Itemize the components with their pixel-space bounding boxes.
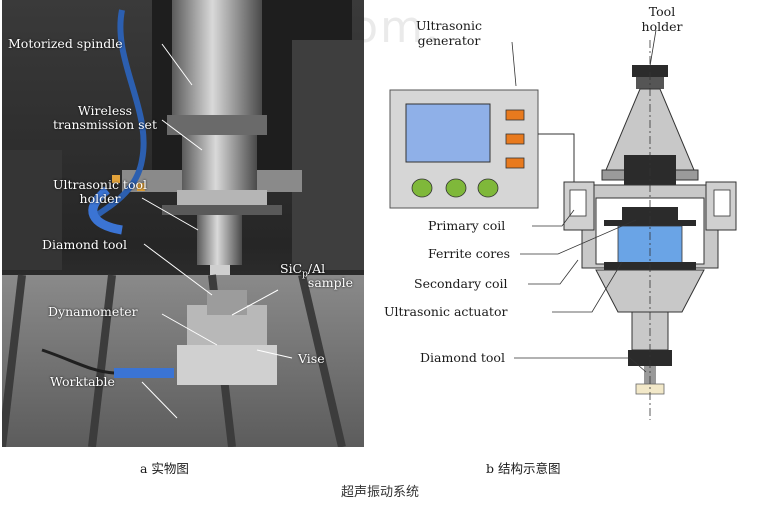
label-motorized-spindle: Motorized spindle (8, 36, 123, 51)
label-ferrite-cores: Ferrite cores (428, 246, 511, 261)
label-diamond-tool-schematic: Diamond tool (420, 350, 505, 365)
label-sic-prefix: SiC (280, 261, 303, 276)
label-ultrasonic-actuator: Ultrasonic actuator (384, 304, 508, 319)
machine-photo-illustration (2, 0, 364, 447)
figure-caption: 超声振动系统 (340, 485, 419, 500)
label-ultrasonic-tool-holder: Ultrasonic tool holder (52, 177, 148, 206)
caption-a: a 实物图 (140, 461, 189, 476)
label-sic-suffix: /Al sample (307, 261, 354, 290)
caption-b: b 结构示意图 (486, 461, 561, 476)
label-diamond-tool-photo: Diamond tool (42, 237, 127, 252)
label-worktable: Worktable (50, 374, 115, 389)
label-ultrasonic-generator: Ultrasonic generator (416, 18, 482, 48)
label-wireless-transmission-set: Wireless transmission set (53, 103, 157, 132)
schematic-panel: Ultrasonic generator Tool holder Primary… (364, 0, 760, 450)
label-vise: Vise (298, 351, 325, 366)
label-secondary-coil: Secondary coil (414, 276, 508, 291)
label-sic-subscript: p (302, 269, 308, 280)
label-sic-al-sample: SiCp/Al sample (280, 262, 364, 290)
photo-panel: Motorized spindle Wireless transmission … (2, 0, 364, 447)
schematic-drawing (389, 29, 737, 420)
label-tool-holder: Tool holder (641, 4, 683, 34)
label-primary-coil: Primary coil (428, 218, 506, 233)
label-dynamometer: Dynamometer (48, 304, 138, 319)
